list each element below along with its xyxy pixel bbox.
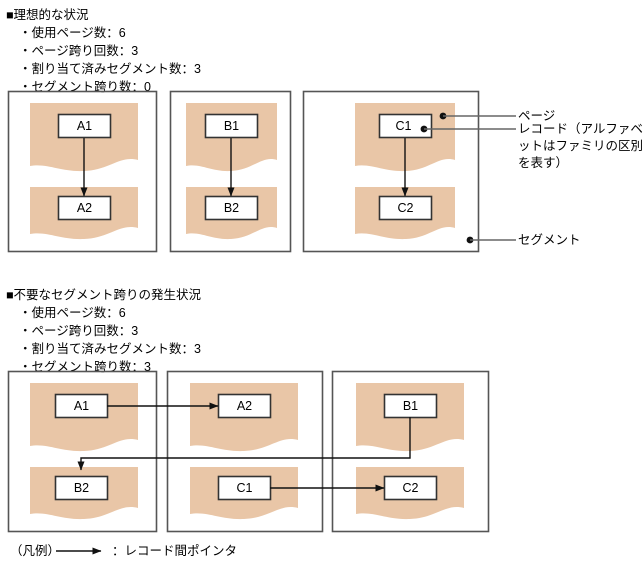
record-box: [217, 393, 272, 419]
record-label: B2: [224, 201, 239, 215]
record-label: A2: [237, 399, 252, 413]
record-label: C1: [396, 119, 412, 133]
record-box: [378, 195, 433, 221]
record-box: [57, 195, 112, 221]
record-label: A2: [77, 201, 92, 215]
record-label: C1: [237, 481, 253, 495]
record-label: B1: [403, 399, 418, 413]
record-label: A1: [74, 399, 89, 413]
record-label: A1: [77, 119, 92, 133]
section-1-bullet-4: ・セグメント跨り数：0: [19, 80, 151, 94]
record-box: [204, 195, 259, 221]
section-1-bullet-3: ・割り当て済みセグメント数：3: [19, 62, 201, 76]
section-2-bullet-1: ・使用ページ数：6: [19, 306, 126, 320]
segment-box-bottom-3: [331, 370, 490, 533]
section-2-bullet-4: ・セグメント跨り数：3: [19, 360, 151, 374]
section-1-bullet-2: ・ページ跨り回数：3: [19, 44, 139, 58]
legend-arrow-icon: [64, 545, 110, 557]
segment-box-top-2: [169, 90, 292, 253]
record-label: B1: [224, 119, 239, 133]
legend-text: レコード間ポインタ: [124, 544, 238, 558]
section-2-title: ■不要なセグメント跨りの発生状況: [6, 288, 202, 302]
annotation-segment: セグメント: [518, 233, 581, 247]
record-box: [57, 113, 112, 139]
segment-box-bottom-2: [166, 370, 324, 533]
segment-box-bottom-1: [7, 370, 158, 533]
section-1-heading: ■理想的な状況 ・使用ページ数：6 ・ページ跨り回数：3 ・割り当て済みセグメン…: [6, 6, 201, 96]
annotation-record: レコード（アルファベットはファミリの区別を表す）: [518, 122, 643, 170]
record-label: C2: [403, 481, 419, 495]
annotation-page: ページ: [518, 109, 556, 123]
legend-prefix: （凡例）: [10, 544, 61, 558]
record-box: [378, 113, 433, 139]
section-2-bullet-2: ・ページ跨り回数：3: [19, 324, 139, 338]
record-box: [204, 113, 259, 139]
legend-row: （凡例） ： レコード間ポインタ: [10, 543, 237, 559]
record-box: [54, 475, 109, 501]
pointer-arrow-b1-b2: [77, 417, 411, 471]
section-2-heading: ■不要なセグメント跨りの発生状況 ・使用ページ数：6 ・ページ跨り回数：3 ・割…: [6, 286, 201, 376]
segment-box-top-3: [302, 90, 480, 253]
section-1-bullet-1: ・使用ページ数：6: [19, 26, 126, 40]
record-box: [383, 475, 438, 501]
record-label: B2: [74, 481, 89, 495]
legend-colon: ：: [112, 544, 125, 558]
record-label: C2: [398, 201, 414, 215]
segment-box-top-1: [7, 90, 158, 253]
section-2-bullet-3: ・割り当て済みセグメント数：3: [19, 342, 201, 356]
section-1-title: ■理想的な状況: [6, 8, 89, 22]
